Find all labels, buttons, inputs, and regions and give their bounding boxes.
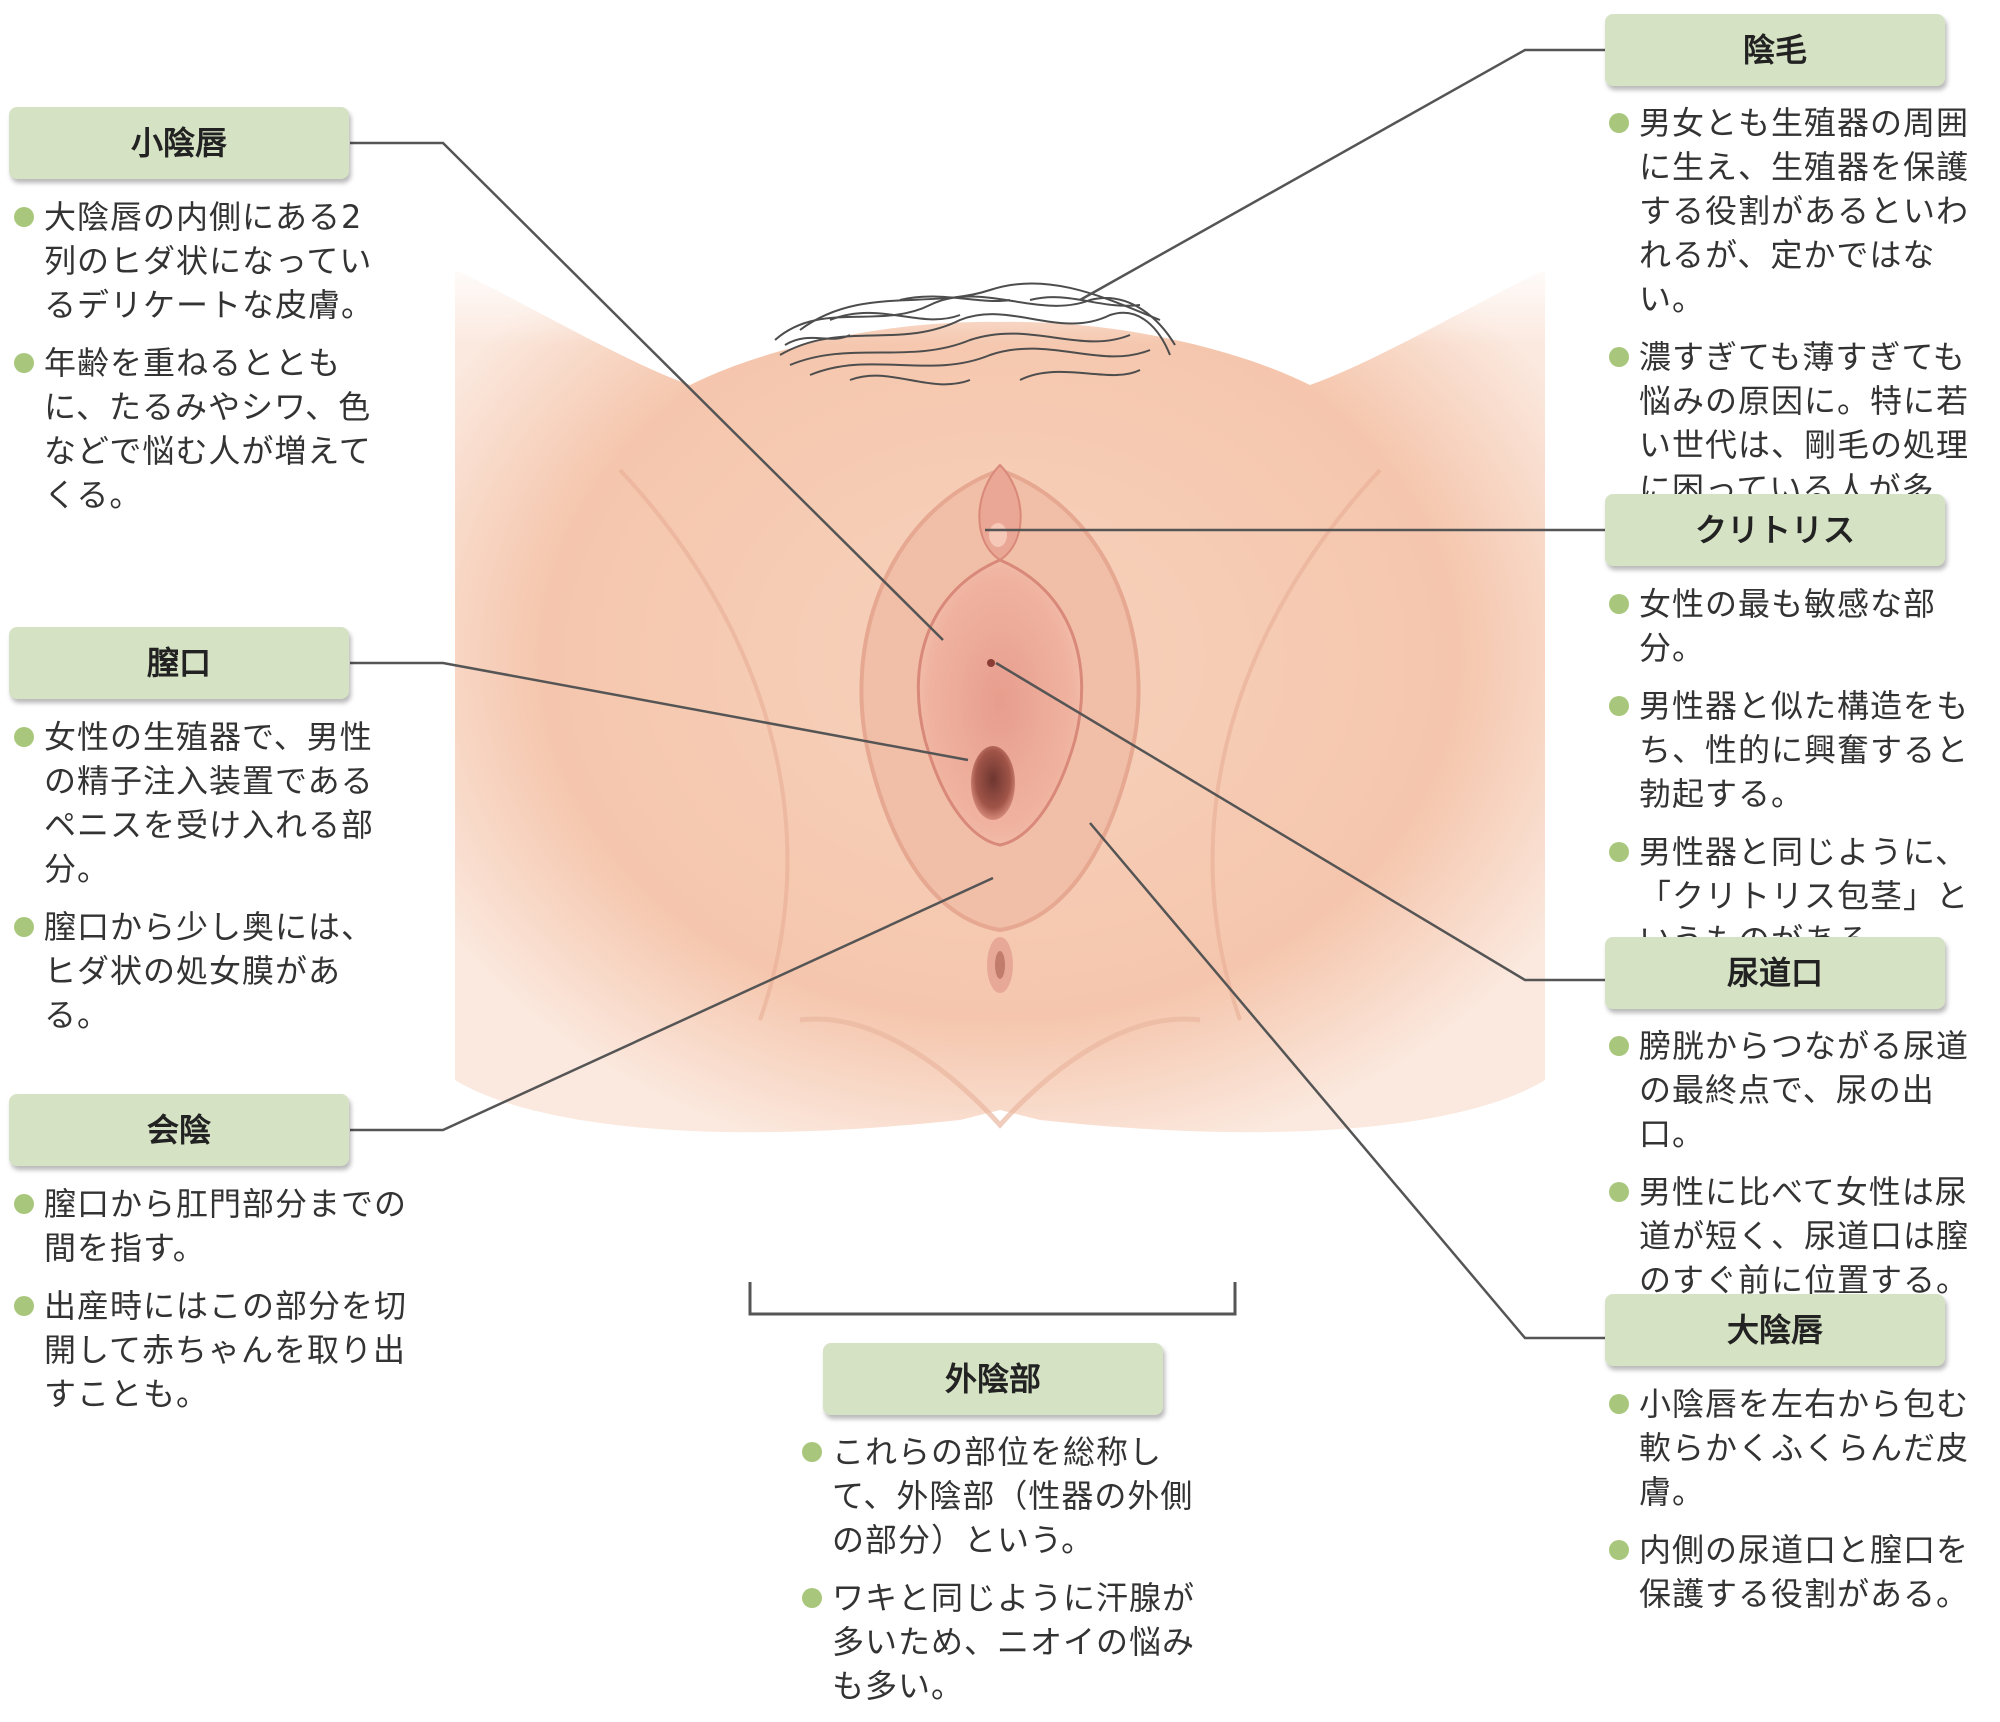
note-item: 膣口から肛門部分までの間を指す。: [12, 1182, 412, 1270]
note-item: 膀胱からつながる尿道の最終点で、尿の出口。: [1607, 1024, 1997, 1156]
bullet-icon: [1609, 842, 1629, 862]
note-item: 内側の尿道口と膣口を保護する役割がある。: [1607, 1528, 1997, 1616]
note-item: 女性の生殖器で、男性の精子注入装置であるペニスを受け入れる部分。: [12, 715, 387, 891]
bullet-icon: [1609, 594, 1629, 614]
note-item: 男性器と同じように、「クリトリス包茎」というものがある。: [1607, 830, 1997, 962]
leader-labia-minora: [350, 141, 944, 641]
bullet-icon: [1609, 1540, 1629, 1560]
bullet-icon: [802, 1442, 822, 1462]
leader-lines: [350, 48, 1605, 1340]
urethral-opening-shape: [987, 659, 995, 667]
bullet-icon: [1609, 696, 1629, 716]
leader-vaginal-opening: [350, 661, 969, 762]
bullet-icon: [802, 1588, 822, 1608]
label-perineum: 会陰: [9, 1094, 349, 1166]
bullet-icon: [14, 1194, 34, 1214]
pubic-hair-shape: [774, 282, 1176, 386]
bullet-icon: [1609, 1182, 1629, 1202]
leader-urethral-opening: [995, 661, 1605, 982]
bullet-icon: [1609, 113, 1629, 133]
leader-labia-majora: [1089, 822, 1605, 1340]
notes-labia-minora: 大陰唇の内側にある2列のヒダ状になっているデリケートな皮膚。 年齢を重ねるととも…: [12, 195, 377, 531]
anus-shape: [987, 937, 1013, 993]
leader-pubic-hair: [1079, 48, 1605, 302]
label-clitoris: クリトリス: [1605, 494, 1945, 566]
label-labia-majora: 大陰唇: [1605, 1294, 1945, 1366]
label-vaginal-opening: 膣口: [9, 627, 349, 699]
notes-perineum: 膣口から肛門部分までの間を指す。 出産時にはこの部分を切開して赤ちゃんを取り出す…: [12, 1182, 412, 1430]
vulva-bracket: [748, 1282, 1237, 1316]
note-item: 年齢を重ねるとともに、たるみやシワ、色などで悩む人が増えてくる。: [12, 341, 377, 517]
bullet-icon: [1609, 1394, 1629, 1414]
labia-minora-shape: [916, 558, 1084, 847]
leader-perineum: [350, 876, 994, 1132]
label-urethral-opening: 尿道口: [1605, 937, 1945, 1009]
note-item: 男性に比べて女性は尿道が短く、尿道口は膣のすぐ前に位置する。: [1607, 1170, 1997, 1302]
note-item: 男性器と似た構造をもち、性的に興奮すると勃起する。: [1607, 684, 1997, 816]
note-item: 出産時にはこの部分を切開して赤ちゃんを取り出すことも。: [12, 1284, 412, 1416]
note-item: 大陰唇の内側にある2列のヒダ状になっているデリケートな皮膚。: [12, 195, 377, 327]
notes-vaginal-opening: 女性の生殖器で、男性の精子注入装置であるペニスを受け入れる部分。 膣口から少し奥…: [12, 715, 387, 1051]
bullet-icon: [1609, 1036, 1629, 1056]
notes-clitoris: 女性の最も敏感な部分。 男性器と似た構造をもち、性的に興奮すると勃起する。 男性…: [1607, 582, 1997, 976]
bullet-icon: [14, 353, 34, 373]
bullet-icon: [1609, 347, 1629, 367]
note-item: ワキと同じように汗腺が多いため、ニオイの悩みも多い。: [800, 1576, 1200, 1708]
vaginal-opening-shape: [971, 746, 1015, 820]
label-labia-minora: 小陰唇: [9, 107, 349, 179]
notes-urethral-opening: 膀胱からつながる尿道の最終点で、尿の出口。 男性に比べて女性は尿道が短く、尿道口…: [1607, 1024, 1997, 1316]
notes-vulva: これらの部位を総称して、外陰部（性器の外側の部分）という。 ワキと同じように汗腺…: [800, 1430, 1200, 1722]
label-pubic-hair: 陰毛: [1605, 14, 1945, 86]
note-item: 女性の最も敏感な部分。: [1607, 582, 1997, 670]
note-item: 小陰唇を左右から包む軟らかくふくらんだ皮膚。: [1607, 1382, 1997, 1514]
bullet-icon: [14, 207, 34, 227]
bullet-icon: [14, 1296, 34, 1316]
note-item: 膣口から少し奥には、ヒダ状の処女膜がある。: [12, 905, 387, 1037]
label-vulva: 外陰部: [823, 1343, 1163, 1415]
bullet-icon: [14, 727, 34, 747]
note-item: これらの部位を総称して、外陰部（性器の外側の部分）という。: [800, 1430, 1200, 1562]
bullet-icon: [14, 917, 34, 937]
note-item: 男女とも生殖器の周囲に生え、生殖器を保護する役割があるといわれるが、定かではない…: [1607, 101, 1997, 321]
notes-labia-majora: 小陰唇を左右から包む軟らかくふくらんだ皮膚。 内側の尿道口と膣口を保護する役割が…: [1607, 1382, 1997, 1630]
